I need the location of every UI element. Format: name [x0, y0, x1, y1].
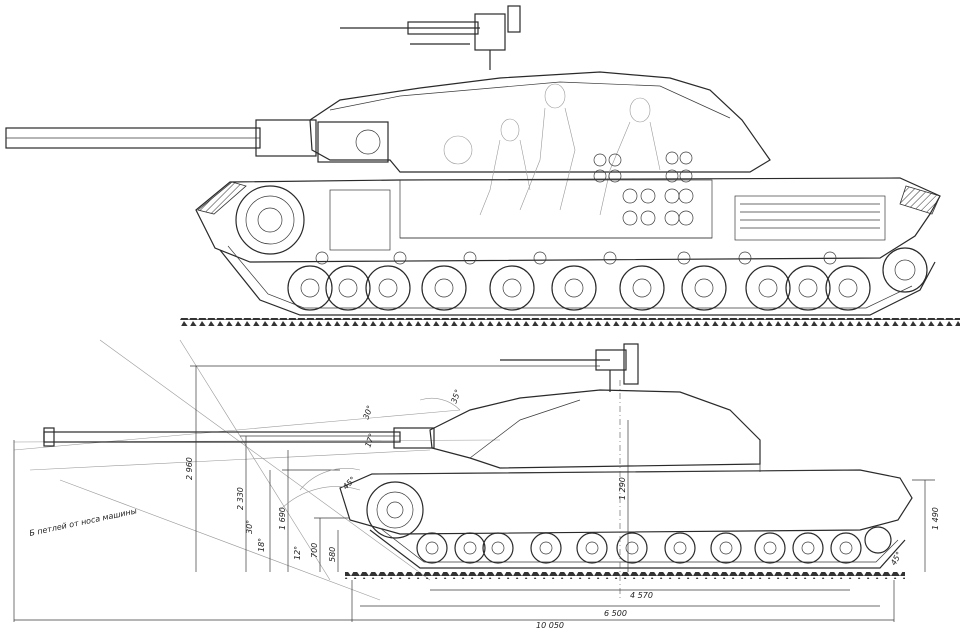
- profile-road-wheels: [416, 526, 892, 564]
- aa-machine-gun: [340, 5, 521, 70]
- ground-line-top: [180, 318, 960, 326]
- angle-a4: 18°: [257, 538, 266, 552]
- angle-a3: 17°: [363, 432, 376, 448]
- dim-overall-length: 10 050: [536, 621, 564, 630]
- side-cutaway-view: [5, 5, 960, 326]
- top-tracks-road-wheels: [219, 245, 936, 316]
- dim-hull-height: 2 330: [236, 487, 245, 510]
- dim-clearance-b: 580: [328, 547, 337, 562]
- angle-a7: 45°: [341, 475, 357, 491]
- profile-drive-wheel: [366, 481, 424, 539]
- dim-right-height: 1 490: [931, 507, 940, 530]
- ground-line-bottom: [345, 572, 905, 579]
- dim-track-contact: 4 570: [630, 591, 653, 600]
- dim-front-hull: 1 290: [618, 477, 627, 500]
- angle-a5: 30°: [245, 520, 254, 534]
- dim-clearance-a: 700: [310, 543, 319, 558]
- main-gun: [5, 119, 317, 157]
- angle-a2: 30°: [361, 404, 374, 420]
- dim-gun-axis: 1 690: [278, 507, 287, 530]
- profile-gun: [43, 427, 435, 449]
- dim-height-total: 2 960: [185, 457, 194, 480]
- turret-cutaway: [309, 71, 771, 216]
- dim-hull-length: 6 500: [604, 609, 627, 618]
- profile-aa-gun: [500, 343, 639, 392]
- sight-note: Б петлей от носа машины: [29, 506, 138, 538]
- profile-view: 10 050 6 500 4 570 2 960 2 330 1 290 1 6…: [13, 339, 940, 630]
- hull-cutaway: [195, 151, 941, 293]
- angle-a6: 45°: [889, 550, 904, 567]
- angle-a8: 12°: [293, 546, 302, 560]
- angle-a1: 35°: [449, 388, 462, 404]
- profile-turret: [429, 389, 761, 469]
